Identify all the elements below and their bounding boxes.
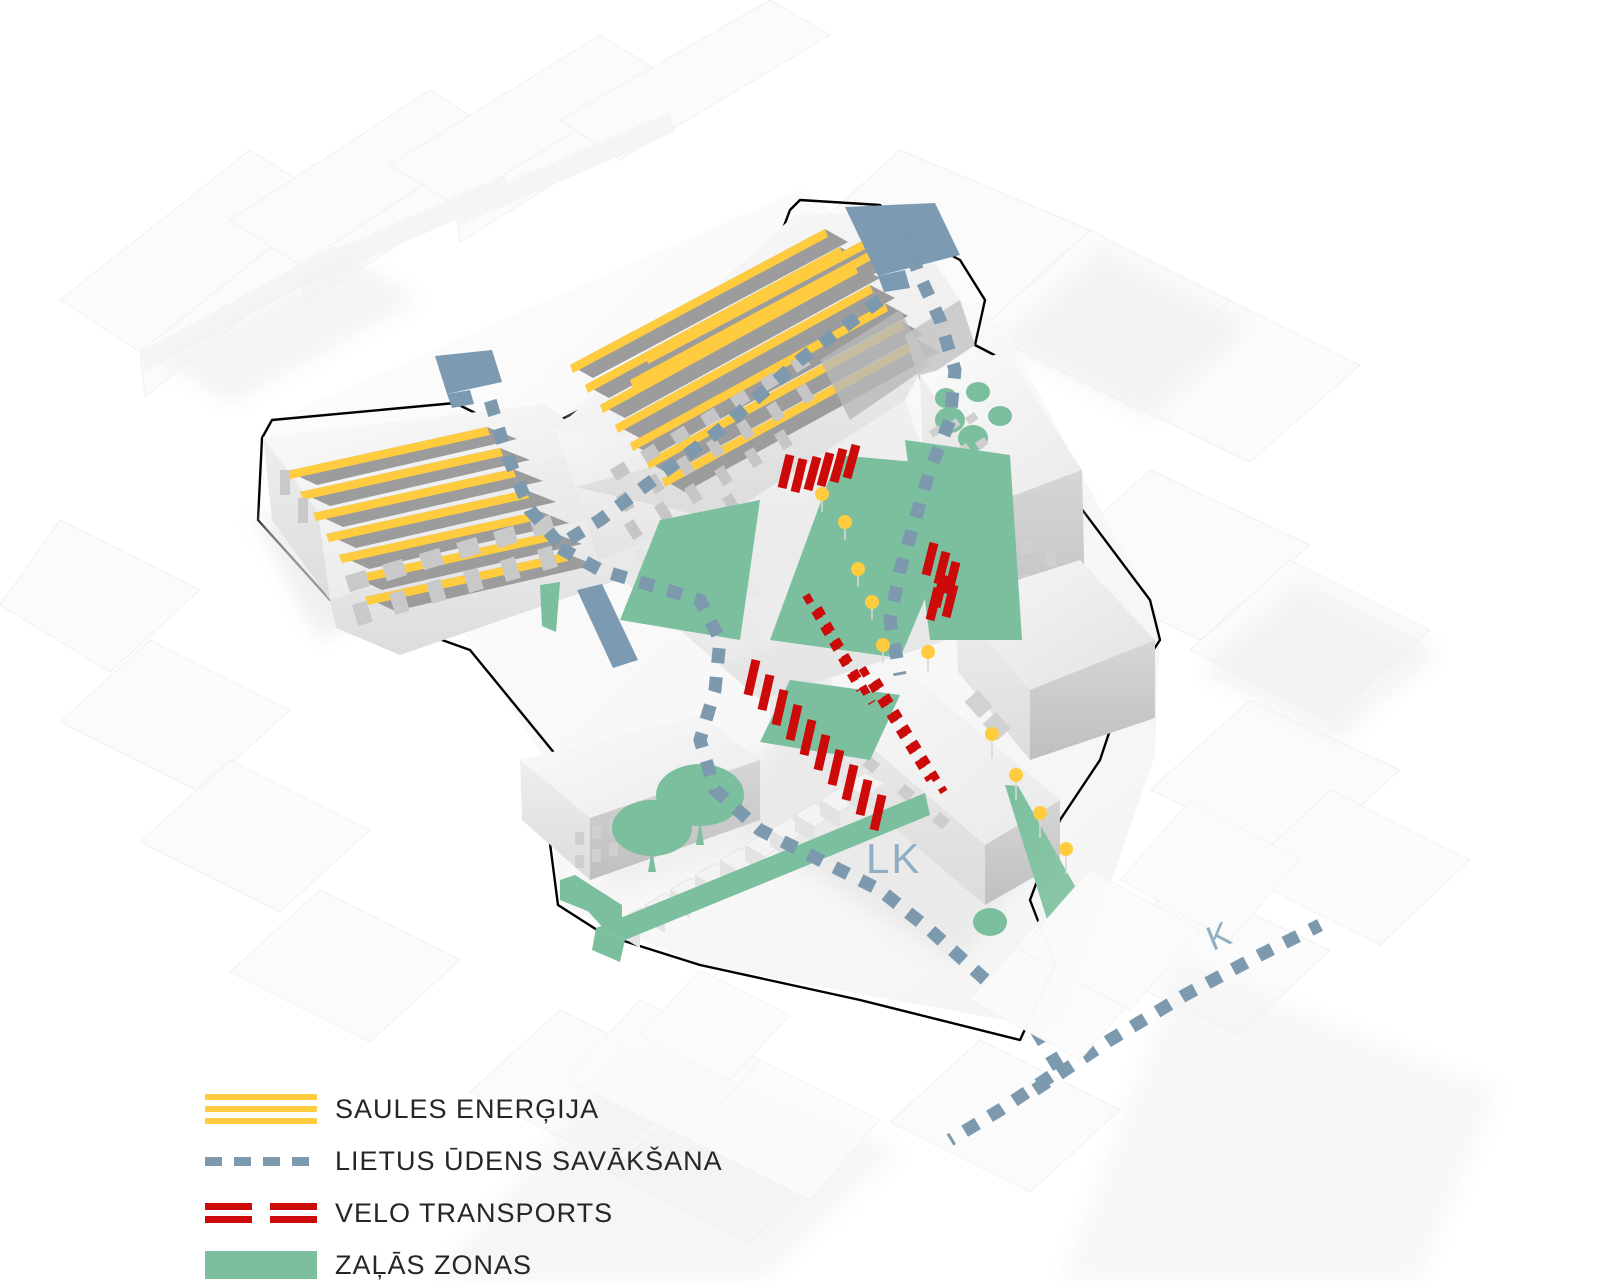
legend-label-velo-transports: VELO TRANSPORTS: [335, 1197, 614, 1228]
tree-canopy-2: [612, 800, 692, 856]
context-buildings: [0, 0, 1471, 1243]
velo-group-left: [743, 658, 887, 832]
legend-item-velo-transports[interactable]: VELO TRANSPORTS: [205, 1194, 723, 1232]
rain-basin-west: [435, 350, 502, 408]
velo-group-upper: [777, 443, 861, 494]
foreground-context: [564, 799, 1301, 1201]
legend-label-lietus-udens: LIETUS ŪDENS SAVĀKŠANA: [335, 1145, 723, 1176]
facade-windows-west: [280, 470, 558, 627]
green-zone-icon: [205, 1248, 317, 1282]
rain-channel-strip: [577, 584, 638, 668]
legend: SAULES ENERĢIJA LIETUS ŪDENS SAVĀKŠANA V…: [205, 1090, 723, 1284]
rain-route-north-to-west: [483, 294, 884, 554]
green-zone-west-court: [620, 500, 760, 640]
green-zone-lower: [760, 680, 900, 760]
legend-label-saules-energija: SAULES ENERĢIJA: [335, 1093, 600, 1124]
tree-canopy-3: [973, 908, 1007, 936]
velo-group-spine-1: [802, 593, 876, 705]
building-north-wing: [555, 203, 975, 600]
tree-canopies: [612, 764, 1007, 936]
legend-item-zalas-zonas[interactable]: ZAĻĀS ZONAS: [205, 1246, 723, 1284]
rain-water-icon: [205, 1144, 317, 1178]
solar-energy-icon: [205, 1092, 317, 1126]
legend-label-zalas-zonas: ZAĻĀS ZONAS: [335, 1249, 533, 1280]
lamp-dot: [815, 487, 1097, 892]
building-west-wing: [255, 404, 618, 655]
rain-route-se: [1031, 919, 1323, 1096]
legend-item-saules-energija[interactable]: SAULES ENERĢIJA: [205, 1090, 723, 1128]
ambient-shadow: [430, 960, 1500, 1281]
legend-item-lietus-udens[interactable]: LIETUS ŪDENS SAVĀKŠANA: [205, 1142, 723, 1180]
velo-group-spine-2: [858, 665, 948, 795]
velo-group-right: [921, 541, 961, 622]
street-lamp-markers: [815, 487, 1097, 910]
velo-lanes: [743, 443, 961, 832]
green-sliver-west: [540, 582, 560, 632]
rain-route-east: [883, 225, 962, 677]
velo-transport-icon: [205, 1196, 317, 1230]
